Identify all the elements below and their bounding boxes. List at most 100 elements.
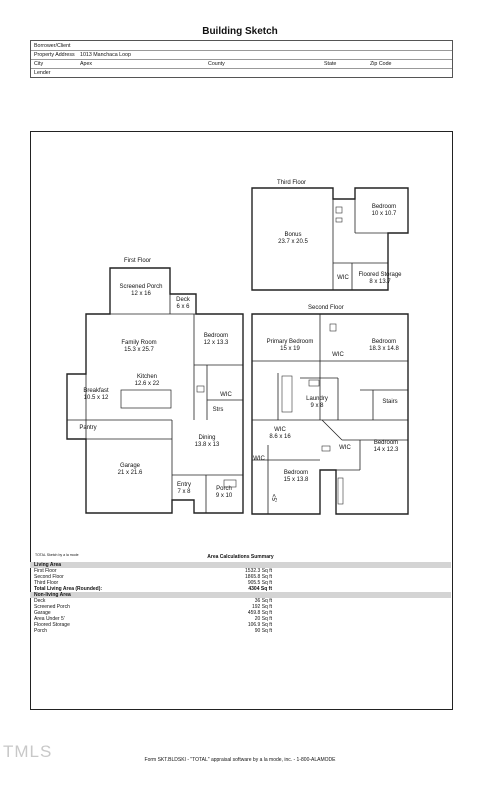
row-value: 1865.8 Sq ft	[245, 574, 272, 580]
row-name: Floored Storage	[34, 622, 70, 628]
property-header: Borrower/Client Property Address 1013 Ma…	[30, 40, 453, 78]
deck-name: Deck	[176, 297, 191, 303]
state-label: State	[324, 60, 337, 67]
wic2c-label: WIC	[339, 445, 351, 451]
stairs2-label: Stairs	[382, 399, 397, 405]
row-value: 20 Sq ft	[254, 616, 272, 622]
row-name: Deck	[34, 598, 46, 604]
second-floor-label: Second Floor	[308, 305, 344, 311]
kitchen-dim: 12.6 x 22	[135, 381, 160, 387]
row-name: Garage	[34, 610, 51, 616]
deck-dim: 6 x 6	[176, 304, 190, 310]
lender-label: Lender	[34, 69, 51, 76]
under5-label: <5'	[270, 494, 276, 502]
screened-porch-dim: 12 x 16	[131, 291, 151, 297]
row-name: Screened Porch	[34, 604, 70, 610]
table-row: Second Floor 1865.8 Sq ft	[30, 574, 451, 580]
tmls-logo: TMLS	[3, 742, 53, 761]
row-value: 905.5 Sq ft	[247, 580, 272, 586]
row-value: 36 Sq ft	[254, 598, 272, 604]
wic3-label: WIC	[337, 275, 349, 281]
first-floor-label: First Floor	[124, 258, 151, 264]
primary-bedroom-name: Primary Bedroom	[267, 339, 314, 345]
living-area-title: Living Area	[34, 562, 62, 568]
row-value: 192 Sq ft	[251, 604, 272, 610]
sketch-frame	[30, 131, 453, 710]
page-title: Building Sketch	[202, 26, 278, 37]
living-area-header: Living Area	[30, 562, 451, 568]
wic1-label: WIC	[220, 392, 232, 398]
city-label: City	[34, 60, 44, 67]
table-row: Deck 36 Sq ft	[30, 598, 451, 604]
entry-name: Entry	[177, 482, 191, 488]
address-label: Property Address	[34, 51, 75, 58]
wic2b-dim: 8.6 x 16	[269, 434, 291, 440]
county-label: County	[208, 60, 225, 67]
primary-bedroom-dim: 15 x 19	[280, 346, 300, 352]
breakfast-dim: 10.5 x 12	[84, 395, 109, 401]
bedroom2b-name: Bedroom	[374, 440, 398, 446]
borrower-row: Borrower/Client	[31, 41, 452, 51]
bedroom2a-dim: 18.3 x 14.8	[369, 346, 399, 352]
total-value: 4304 Sq ft	[248, 586, 272, 592]
row-name: Area Under 5'	[34, 616, 65, 622]
bedroom2c-dim: 15 x 13.8	[284, 477, 309, 483]
wic2d-label: WIC	[253, 456, 265, 462]
row-name: Second Floor	[34, 574, 64, 580]
borrower-label: Borrower/Client	[34, 42, 71, 49]
floored-storage-dim: 8 x 13.7	[369, 279, 391, 285]
summary-title: Area Calculations Summary	[207, 554, 274, 560]
total-name: Total Living Area (Rounded):	[34, 586, 103, 592]
bedroom2a-name: Bedroom	[372, 339, 396, 345]
porch-dim: 9 x 10	[216, 493, 233, 499]
row-name: First Floor	[34, 568, 57, 574]
garage-dim: 21 x 21.6	[118, 470, 143, 476]
wic2a-label: WIC	[332, 352, 344, 358]
form-footer: Form SKT.BLDSKI - "TOTAL" appraisal soft…	[144, 757, 336, 763]
row-name: Third Floor	[34, 580, 59, 586]
family-room-name: Family Room	[121, 340, 156, 346]
laundry-name: Laundry	[306, 396, 328, 402]
third-floor-label: Third Floor	[277, 180, 306, 186]
row-value: 1532.3 Sq ft	[245, 568, 272, 574]
garage-name: Garage	[120, 463, 141, 469]
kitchen-name: Kitchen	[137, 374, 157, 380]
bedroom3-name: Bedroom	[372, 204, 396, 210]
city-row: City Apex County State Zip Code	[31, 59, 452, 69]
screened-porch-name: Screened Porch	[119, 284, 162, 290]
breakfast-name: Breakfast	[83, 388, 109, 394]
address-value: 1013 Manchaca Loop	[80, 51, 131, 58]
table-row: Floored Storage 106.9 Sq ft	[30, 622, 451, 628]
floored-storage-name: Floored Storage	[358, 272, 402, 278]
non-living-title: Non-living Area	[34, 592, 71, 598]
bedroom1-name: Bedroom	[204, 333, 228, 339]
city-value: Apex	[80, 60, 93, 67]
bedroom2c-name: Bedroom	[284, 470, 308, 476]
bedroom2b-dim: 14 x 12.3	[374, 447, 399, 453]
dining-name: Dining	[198, 435, 215, 441]
lender-row: Lender	[31, 68, 452, 77]
table-row: Third Floor 905.5 Sq ft	[30, 580, 451, 586]
table-row: First Floor 1532.3 Sq ft	[30, 568, 451, 574]
bonus-dim: 23.7 x 20.5	[278, 239, 308, 245]
zip-label: Zip Code	[370, 60, 392, 67]
total-row: Total Living Area (Rounded): 4304 Sq ft	[30, 586, 451, 592]
software-label: TOTAL Sketch by a la mode	[35, 553, 79, 557]
laundry-dim: 9 x 8	[310, 403, 324, 409]
bedroom1-dim: 12 x 13.3	[204, 340, 229, 346]
address-row: Property Address 1013 Manchaca Loop	[31, 50, 452, 60]
non-living-header: Non-living Area	[30, 592, 451, 598]
entry-dim: 7 x 8	[177, 489, 191, 495]
table-row: Area Under 5' 20 Sq ft	[30, 616, 451, 622]
wic2b-name: WIC	[274, 427, 286, 433]
family-room-dim: 15.3 x 25.7	[124, 347, 154, 353]
pantry-label: Pantry	[79, 425, 96, 431]
bedroom3-dim: 10 x 10.7	[372, 211, 397, 217]
stairs1-label: Strs	[213, 407, 224, 413]
table-row: Screened Porch 192 Sq ft	[30, 604, 451, 610]
row-value: 106.9 Sq ft	[247, 622, 272, 628]
area-summary: Living Area First Floor 1532.3 Sq ft Seco…	[30, 562, 451, 634]
